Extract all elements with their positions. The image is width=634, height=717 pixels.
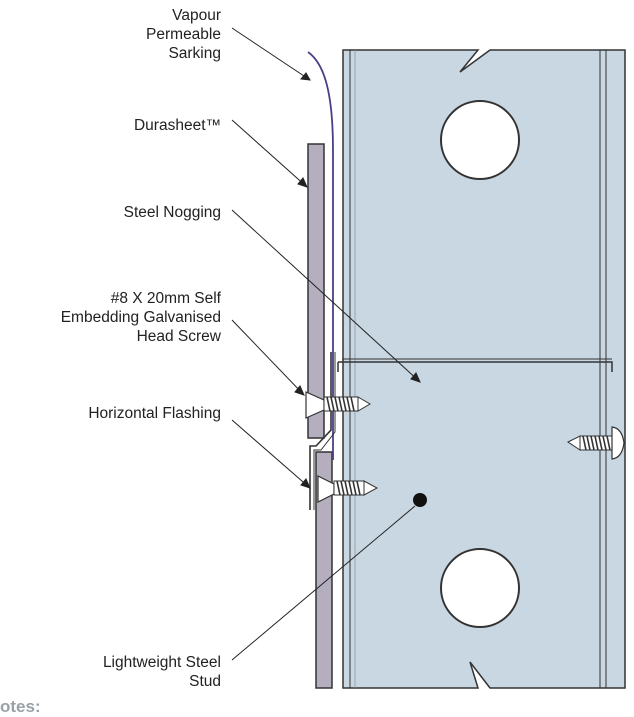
label-screw-line2: Embedding Galvanised bbox=[60, 309, 221, 326]
sarking bbox=[307, 51, 334, 460]
label-durasheet-text: Durasheet™ bbox=[133, 117, 221, 134]
leader-lines bbox=[231, 27, 421, 661]
head-screw-lower bbox=[317, 475, 379, 503]
label-nogging-text: Steel Nogging bbox=[123, 204, 221, 221]
durasheet-upper bbox=[307, 143, 325, 439]
label-sarking-line1: Vapour bbox=[172, 7, 221, 24]
label-stud-line2: Stud bbox=[189, 673, 221, 690]
label-flashing: Horizontal Flashing bbox=[88, 404, 221, 423]
wafer-head-screw bbox=[567, 426, 625, 460]
label-sarking-line2: Permeable bbox=[146, 26, 221, 43]
label-sarking-line3: Sarking bbox=[168, 45, 221, 62]
steel-nogging bbox=[337, 361, 613, 372]
label-screw-line3: Head Screw bbox=[136, 328, 221, 345]
head-screw-upper bbox=[305, 391, 371, 419]
label-flashing-text: Horizontal Flashing bbox=[88, 405, 221, 422]
stud-hole-top bbox=[440, 100, 520, 180]
label-stud-line1: Lightweight Steel bbox=[102, 654, 221, 671]
steel-stud bbox=[342, 49, 626, 689]
notes-heading: otes: bbox=[0, 697, 41, 716]
label-nogging: Steel Nogging bbox=[124, 203, 221, 222]
label-stud: Lightweight Steel Stud bbox=[103, 653, 221, 691]
stud-hole-bottom bbox=[440, 548, 520, 628]
label-screw: #8 X 20mm Self Embedding Galvanised Head… bbox=[61, 289, 221, 346]
durasheet-lower bbox=[315, 451, 333, 689]
label-sarking: Vapour Permeable Sarking bbox=[146, 6, 221, 63]
label-durasheet: Durasheet™ bbox=[134, 116, 221, 135]
stud-marker-dot bbox=[413, 493, 427, 507]
label-screw-line1: #8 X 20mm Self bbox=[110, 290, 221, 307]
